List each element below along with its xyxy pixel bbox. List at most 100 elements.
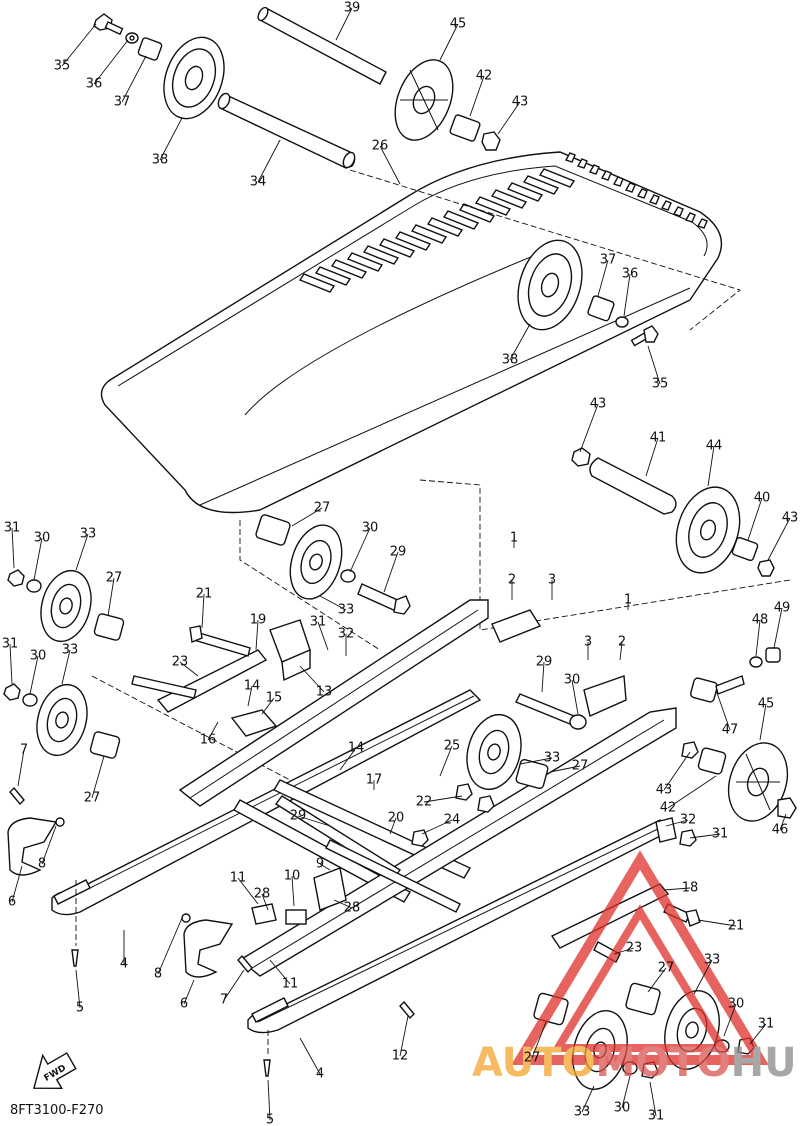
leader-line (319, 863, 331, 871)
part-number-callout: 12 (392, 1049, 409, 1064)
bracket-part (251, 903, 277, 925)
watermark-part-2: MOTO (596, 1040, 731, 1086)
track-tooth (564, 152, 576, 163)
part-number-callout: 49 (774, 601, 791, 616)
part-number-callout: 21 (196, 587, 213, 602)
nut-part (681, 741, 699, 759)
nut-part (477, 795, 495, 813)
leader-line (759, 703, 767, 741)
leader-line (647, 345, 661, 385)
part-number-callout: 1 (510, 531, 518, 546)
part-number-callout: 31 (2, 637, 19, 652)
part-number-callout: 31 (310, 615, 327, 630)
part-number-callout: 19 (250, 613, 267, 628)
leader-line (159, 117, 183, 161)
collar-part (449, 114, 481, 142)
track-lug (490, 189, 528, 209)
leader-line (75, 533, 89, 571)
track-tooth (648, 194, 660, 205)
part-number-callout: 35 (652, 377, 669, 392)
leader-line (157, 917, 183, 975)
washer-part (181, 913, 191, 923)
collar-part (93, 613, 125, 641)
part-number-callout: 33 (80, 527, 97, 542)
leader-line (299, 665, 325, 693)
leader-line (267, 1079, 271, 1121)
idler-wheel-part (36, 683, 88, 757)
leader-line (723, 1003, 737, 1037)
track-lug (362, 245, 400, 265)
part-number-callout: 31 (648, 1109, 665, 1124)
leader-line (623, 273, 631, 317)
leader-line (299, 1037, 321, 1075)
leader-line (317, 621, 329, 651)
part-number-callout: 27 (572, 759, 589, 774)
part-number-callout: 36 (622, 267, 639, 282)
nut-part (3, 683, 21, 701)
leader-line (255, 619, 259, 651)
leader-line (541, 661, 545, 693)
part-number-callout: 39 (344, 1, 361, 16)
bolt-part (630, 325, 659, 347)
pin-part (399, 1000, 415, 1020)
track-tooth (612, 176, 624, 187)
leader-line (261, 697, 275, 715)
part-number-callout: 5 (266, 1113, 274, 1126)
upper-wheel-set (239, 514, 411, 651)
leader-line (121, 55, 147, 103)
part-number-callout: 30 (614, 1101, 631, 1116)
nut-part (777, 797, 797, 819)
leader-line (747, 497, 763, 541)
collar-part (255, 514, 291, 546)
part-number-callout: 32 (680, 813, 697, 828)
track-tooth (624, 182, 636, 193)
idler-wheel-part (727, 742, 789, 822)
part-number-callout: 18 (682, 881, 699, 896)
stopper-block-part (313, 867, 347, 911)
axle-shaft-part (325, 839, 461, 913)
part-number-callout: 44 (706, 439, 723, 454)
part-number-callout: 14 (244, 679, 261, 694)
part-number-callout: 3 (548, 573, 556, 588)
left-rail-assembly (7, 599, 489, 967)
collar-part (625, 982, 661, 1016)
leader-line (291, 507, 323, 527)
track-tooth (588, 164, 600, 175)
track-tooth (576, 158, 588, 169)
part-number-callout: 45 (450, 17, 467, 32)
leader-line (715, 689, 731, 731)
leader-line (383, 551, 399, 593)
bracket-part (583, 675, 627, 717)
part-number-callout: 6 (180, 997, 188, 1012)
part-number-callout: 24 (444, 813, 461, 828)
part-number-callout: 47 (722, 723, 739, 738)
part-number-callout: 29 (290, 809, 307, 824)
leader-line (579, 403, 599, 453)
track-lug (346, 252, 384, 272)
leader-line (613, 947, 635, 955)
leader-line (749, 1023, 767, 1045)
part-number-callout: 28 (344, 901, 361, 916)
part-number-callout: 37 (114, 95, 131, 110)
track-lug (378, 238, 416, 258)
track-lugs (298, 152, 708, 293)
nut-part (455, 783, 473, 801)
leader-line (497, 101, 521, 135)
bolt-part (193, 631, 251, 657)
part-number-callout: 34 (250, 175, 267, 190)
part-number-callout: 10 (284, 869, 301, 884)
pin-part (237, 954, 253, 974)
bolt-head (393, 595, 411, 615)
axle-shaft-part (589, 457, 677, 515)
part-number-callout: 30 (34, 531, 51, 546)
leader-line (689, 833, 721, 839)
part-number-callout: 27 (84, 791, 101, 806)
collar-part (690, 677, 718, 703)
washer-part (55, 817, 65, 827)
leader-line (379, 145, 401, 185)
leader-line (421, 819, 453, 835)
leader-line (41, 825, 57, 865)
leader-line (61, 649, 71, 685)
leader-line (223, 969, 245, 1001)
nut-part (411, 829, 429, 847)
